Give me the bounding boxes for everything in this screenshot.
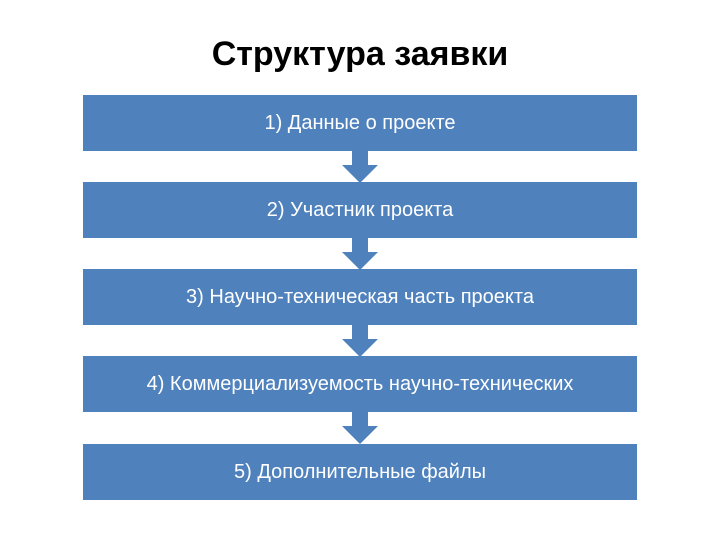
step-label-2: 2) Участник проекта [266,199,454,221]
down-arrow-icon [342,412,378,444]
diagram-title: Структура заявки [211,35,509,73]
step-box-1: 1) Данные о проекте [83,95,637,151]
step-box-3: 3) Научно-техническая часть проекта [83,269,637,325]
step-label-3: 3) Научно-техническая часть проекта [186,286,534,308]
step-box-5: 5) Дополнительные файлы [83,444,637,500]
step-label-1: 1) Данные о проекте [264,112,456,134]
down-arrow-icon [342,151,378,183]
step-box-2: 2) Участник проекта [83,182,637,238]
down-arrow-icon [342,325,378,357]
step-box-4: 4) Коммерциализуемость научно-технически… [83,356,637,412]
down-arrow-icon [342,238,378,270]
step-label-4: 4) Коммерциализуемость научно-технически… [146,373,574,395]
step-label-5: 5) Дополнительные файлы [233,461,486,483]
